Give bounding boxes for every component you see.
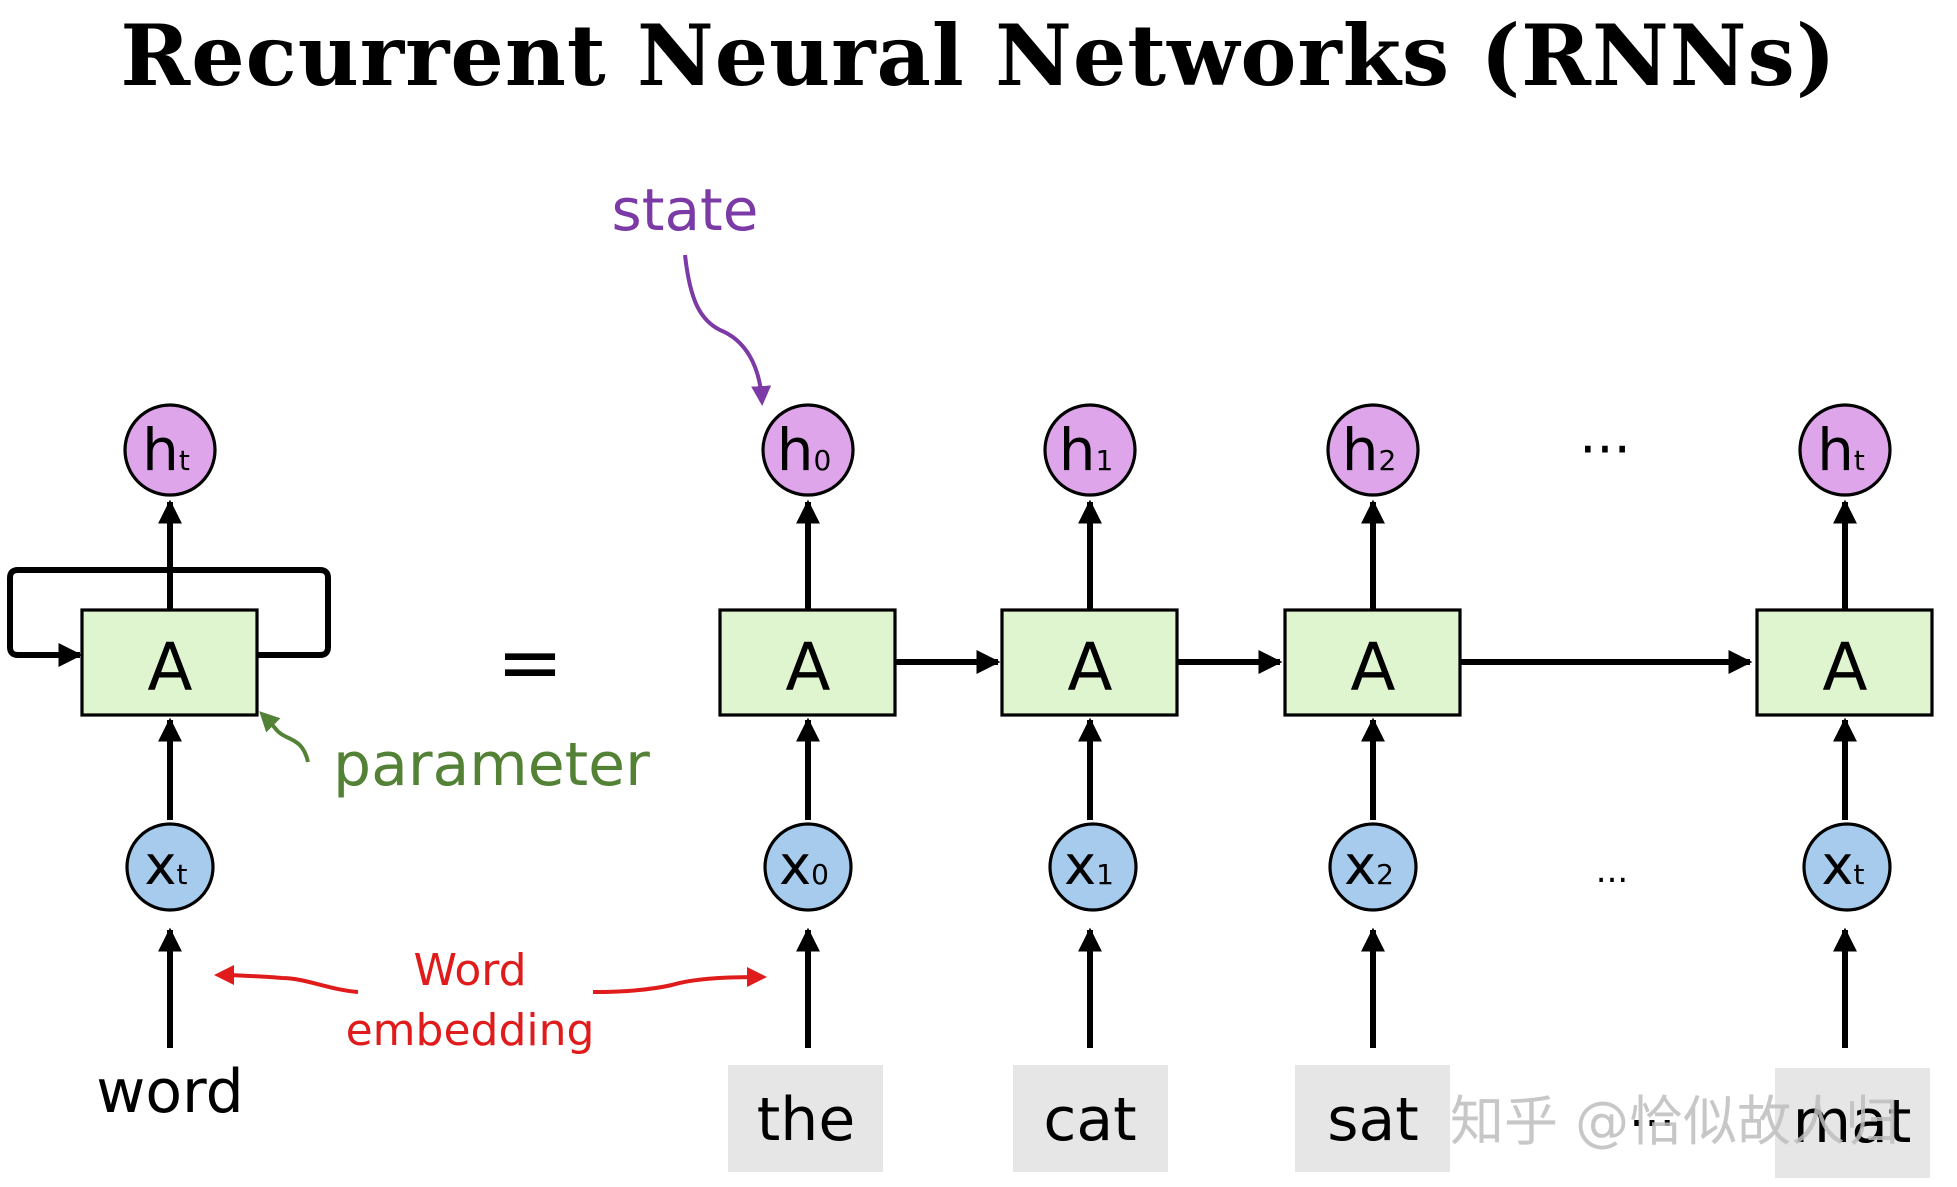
embedding-arrow-left: [214, 965, 359, 994]
token-background: [1295, 1065, 1450, 1172]
hidden-state-label: h2: [1342, 416, 1397, 484]
state-pointer-arrow: [683, 254, 772, 406]
timestep-1: A h1 x1 cat: [1000, 403, 1179, 1172]
hidden-state-label: ht: [142, 416, 190, 484]
embedding-annotation-line1: Word: [413, 945, 526, 996]
input-label: x2: [1344, 834, 1394, 897]
parameter-pointer-arrow: [259, 711, 310, 763]
input-node: [1328, 822, 1418, 912]
hidden-state-label: h0: [777, 416, 832, 484]
input-node: [763, 822, 853, 912]
hidden-state-node: [1043, 403, 1137, 497]
hidden-state-label: ht: [1817, 416, 1865, 484]
hidden-state-label: h1: [1059, 416, 1114, 484]
timestep-0: A h0 x0 the: [718, 403, 897, 1172]
rnn-cell-label: A: [147, 629, 192, 706]
rnn-cell: [1000, 608, 1179, 717]
input-label: x0: [779, 834, 829, 897]
hidden-state-node: [1798, 403, 1892, 497]
rnn-cell-label: A: [1822, 629, 1867, 706]
rnn-cell-label: A: [1350, 629, 1395, 706]
input-label: xt: [1822, 834, 1865, 897]
token-ellipsis: ···: [1629, 1096, 1675, 1152]
state-annotation: state: [612, 176, 759, 244]
token-label: the: [757, 1085, 855, 1155]
hidden-state-node: [761, 403, 855, 497]
hidden-ellipsis: ···: [1579, 418, 1631, 481]
timestep-2: A h2 x2 sat: [1283, 403, 1462, 1172]
token-label: cat: [1043, 1085, 1136, 1155]
input-node: [125, 822, 215, 912]
input-node: [1802, 822, 1892, 912]
rnn-cell: [718, 608, 897, 717]
rnn-cell: [80, 608, 259, 717]
hidden-state-node: [123, 403, 217, 497]
rolled-rnn: A ht xt word: [7, 403, 331, 1127]
embedding-arrow-right: [592, 967, 767, 994]
rnn-cell: [1283, 608, 1462, 717]
rnn-cell-label: A: [1067, 629, 1112, 706]
token-background: [1013, 1065, 1168, 1172]
input-label: xt: [145, 834, 188, 897]
token-background: [728, 1065, 883, 1172]
input-node: [1048, 822, 1138, 912]
embedding-annotation-line2: embedding: [346, 1005, 595, 1056]
parameter-annotation: parameter: [333, 730, 650, 800]
hidden-state-node: [1326, 403, 1420, 497]
timestep-t: A ht xt mat: [1755, 403, 1934, 1178]
rnn-cell: [1755, 608, 1934, 717]
word-label: word: [96, 1057, 243, 1127]
diagram-title: Recurrent Neural Networks (RNNs): [120, 6, 1837, 105]
watermark: 知乎 @恰似故人归: [1450, 1090, 1899, 1153]
equals-sign: =: [496, 616, 563, 709]
input-label: x1: [1064, 834, 1114, 897]
rnn-cell-label: A: [785, 629, 830, 706]
token-label: sat: [1327, 1085, 1419, 1155]
token-background: [1775, 1068, 1930, 1178]
token-label: mat: [1793, 1087, 1912, 1157]
input-ellipsis: ...: [1596, 851, 1628, 891]
